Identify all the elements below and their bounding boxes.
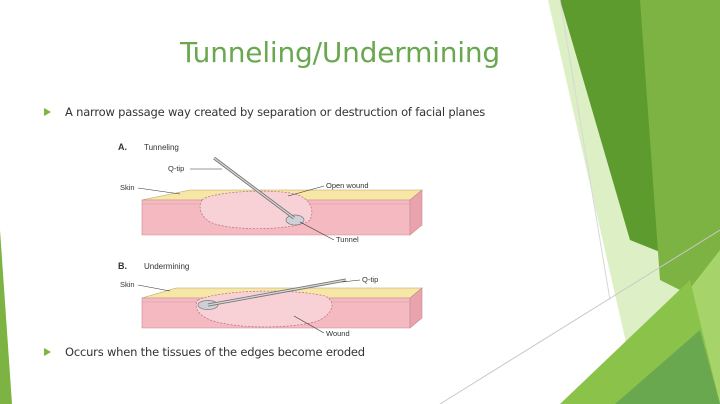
bullet-text: A narrow passage way created by separati…: [65, 105, 486, 119]
leader-skin-a: [137, 187, 181, 195]
panel-tunneling: A. Tunneling Q-tip Skin Open wound Tunne…: [118, 142, 423, 244]
open-wound-area: [199, 190, 313, 229]
leader-wound: [293, 315, 325, 334]
bullet-arrow-icon: [44, 348, 51, 356]
wound-diagram: A. Tunneling Q-tip Skin Open wound Tunne…: [118, 142, 423, 338]
bullet-item: A narrow passage way created by separati…: [44, 105, 485, 119]
label-wound: Wound: [326, 329, 350, 338]
label-skin-b: Skin: [120, 280, 135, 289]
qtip-stick-highlight: [213, 157, 295, 219]
deco-thin-line-1: [439, 229, 720, 404]
label-qtip-b: Q-tip: [362, 275, 378, 284]
leader-open-wound: [287, 185, 325, 197]
skin-side-face: [409, 189, 423, 236]
undermined-wound-area: [195, 290, 333, 328]
tunnel-opening: [285, 214, 305, 226]
qtip-stick-highlight-b: [207, 279, 347, 306]
panel-b-heading: Undermining: [144, 262, 189, 271]
panel-a-letter: A.: [118, 142, 127, 152]
leader-tunnel: [299, 221, 335, 241]
panel-undermining: B. Undermining Skin Q-tip Wound: [118, 261, 423, 338]
deco-thin-line-2: [559, 0, 611, 301]
panel-b-letter: B.: [118, 261, 127, 271]
bullet-arrow-icon: [44, 108, 51, 116]
label-qtip-a: Q-tip: [168, 164, 184, 173]
deco-bottom-dark: [615, 330, 720, 404]
bullet-item: Occurs when the tissues of the edges bec…: [44, 345, 365, 359]
deco-left-green: [0, 230, 12, 404]
deco-mid-band: [640, 0, 720, 310]
leader-qtip-b: [341, 279, 361, 283]
label-open-wound: Open wound: [326, 181, 369, 190]
panel-a-heading: Tunneling: [144, 143, 179, 152]
bullet-text: Occurs when the tissues of the edges bec…: [65, 345, 365, 359]
label-skin-a: Skin: [120, 183, 135, 192]
slide-title: Tunneling/Undermining: [180, 36, 500, 69]
label-tunnel: Tunnel: [336, 235, 359, 244]
skin-side-face-b: [409, 287, 423, 329]
leader-skin-b: [137, 284, 171, 292]
